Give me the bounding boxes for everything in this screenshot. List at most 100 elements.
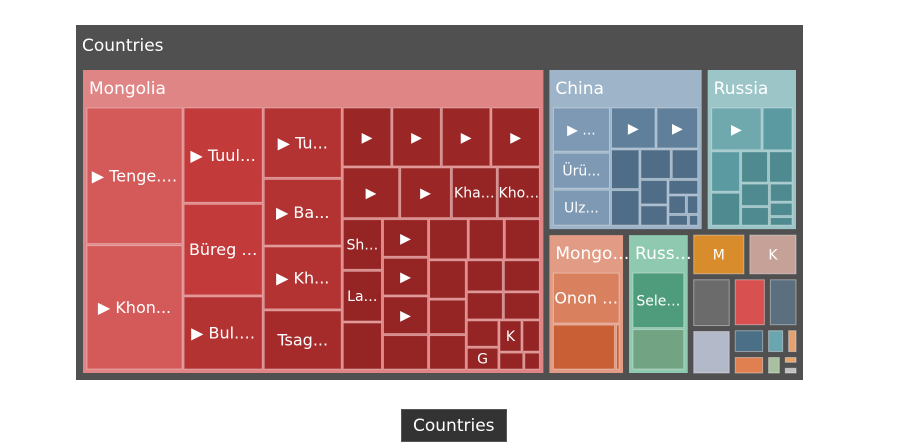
treemap-cell-cell-46[interactable]: ▶ [611,107,656,149]
treemap-cell-cell-16[interactable]: ▶ [400,167,451,219]
treemap-cell-cell-88[interactable] [768,357,780,374]
treemap-cell-cell-64[interactable] [741,151,769,183]
treemap-cell-cell-12[interactable]: ▶ [392,107,441,167]
treemap-cell-lak[interactable]: La… [342,270,382,322]
treemap-cell-cell-67[interactable] [741,207,769,226]
treemap-cell-cell-51[interactable] [671,149,699,179]
treemap-cell-cell-32[interactable] [466,260,503,292]
svg-text:▶ Bul.…: ▶ Bul.… [191,324,255,343]
treemap-cell-k[interactable]: K [499,320,522,352]
treemap-cell-cell-50[interactable] [640,149,671,179]
treemap-cell-cell-15[interactable]: ▶ [342,167,400,219]
treemap-cell-cell-83[interactable] [769,279,797,326]
svg-text:▶ Khon...: ▶ Khon... [98,298,171,317]
svg-text:▶: ▶ [366,186,377,202]
treemap-cell-cell-27[interactable] [468,219,504,260]
svg-text:Russ…: Russ… [635,244,692,264]
treemap-cell-kh[interactable]: ▶ Kh... [263,246,342,310]
treemap-cell-cell-69[interactable] [769,202,793,217]
treemap-cell-cell-74[interactable] [616,324,620,370]
treemap-cell-cell-57[interactable] [668,214,688,226]
treemap-cell-cell-31[interactable] [429,335,466,370]
treemap-cell-cell-58[interactable] [688,214,699,226]
treemap-cell-k[interactable]: K [749,234,797,275]
treemap-cell-cell-89[interactable] [784,357,797,363]
treemap-cell-cell-11[interactable]: ▶ [342,107,392,167]
treemap-cell-ulz[interactable]: Ulz... [552,189,611,226]
treemap-cell-sh[interactable]: Sh… [342,219,382,270]
treemap-cell-cell-55[interactable] [668,195,686,214]
treemap-cell-bul[interactable]: ▶ Bul.… [183,296,263,370]
treemap-cell-cell-65[interactable] [769,151,793,183]
treemap-cell-cell-23[interactable]: ▶ [382,257,429,296]
breadcrumb-countries[interactable]: Countries [401,409,507,442]
treemap-cell-cell-61[interactable] [762,107,793,151]
treemap-cell-cell-87[interactable] [788,330,797,353]
svg-text:▶ Tuul…: ▶ Tuul… [190,146,255,165]
treemap-cell-cell-30[interactable] [429,299,466,335]
treemap-cell-tenge[interactable]: ▶ Tenge.… [86,107,183,245]
treemap-cell-cell-22[interactable]: ▶ [382,219,429,257]
treemap-cell-kha[interactable]: Kha… [451,167,497,219]
treemap-cell-cell-53[interactable] [640,205,668,226]
treemap-cell-tuuli[interactable]: ▶ Tuul… [183,107,263,203]
treemap-cell-cell-80[interactable] [693,279,730,327]
treemap-cell-cell-43[interactable]: ▶ ... [552,107,611,152]
treemap-cell-cell-56[interactable] [686,195,699,214]
treemap-cell-cell-48[interactable] [611,149,640,190]
treemap-cell-cell-77[interactable] [632,329,685,370]
treemap-cell-cell-26[interactable] [429,219,468,260]
treemap-cell-cell-73[interactable] [552,324,616,370]
treemap-cell-cell-36[interactable] [466,320,499,347]
treemap-cell-cell-60[interactable]: ▶ [711,107,762,151]
treemap-cell-cell-35[interactable] [503,292,540,320]
treemap-cell-cell-63[interactable] [711,192,741,226]
treemap-cell-cell-28[interactable] [504,219,540,260]
treemap-cell-cell-81[interactable] [693,331,730,374]
treemap-cell-b-reg-e[interactable]: Büreg … [183,203,263,296]
svg-text:Russia: Russia [714,79,769,99]
treemap-cell-cell-39[interactable] [522,320,540,352]
treemap-cell-cell-29[interactable] [429,260,466,299]
svg-text:Tsag...: Tsag... [276,331,328,350]
treemap-cell-tsag[interactable]: Tsag... [263,310,342,370]
treemap-cell-cell-82[interactable] [734,279,765,326]
treemap-cell-cell-21[interactable] [342,322,382,370]
treemap-cell-cell-70[interactable] [769,217,793,226]
treemap-cell-cell-84[interactable] [734,330,764,353]
treemap-cell-cell-41[interactable] [524,352,540,370]
treemap-cell-cell-33[interactable] [503,260,540,292]
treemap-cell-ba[interactable]: ▶ Ba... [263,178,342,246]
treemap-cell-khon[interactable]: ▶ Khon... [86,245,183,370]
treemap-cell-cell-68[interactable] [769,183,793,202]
svg-text:China: China [555,79,604,99]
treemap-cell-cell-90[interactable] [784,367,797,374]
treemap-cell-cell-34[interactable] [466,292,503,320]
treemap-cell-cell-86[interactable] [768,330,784,353]
treemap-cell-sele[interactable]: Sele… [632,272,685,329]
treemap-cell-r[interactable]: Ürü... [552,152,611,189]
treemap-cell-g[interactable]: G [466,347,499,370]
treemap-cell-tu[interactable]: ▶ Tu... [263,107,342,178]
treemap-cell-kho[interactable]: Kho… [497,167,540,219]
treemap-cell-cell-85[interactable] [734,357,764,374]
treemap-cell-cell-40[interactable] [499,352,524,370]
treemap-cell-cell-25[interactable] [382,335,429,370]
svg-text:▶: ▶ [731,122,742,138]
svg-text:Kha…: Kha… [454,186,495,202]
svg-text:▶ Tenge.…: ▶ Tenge.… [92,166,178,185]
treemap-cell-cell-49[interactable] [611,190,640,226]
treemap-cell-onon[interactable]: Onon … [552,272,620,324]
treemap-cell-cell-54[interactable] [668,179,699,195]
treemap-cell-cell-14[interactable]: ▶ [491,107,540,167]
treemap-cell-cell-66[interactable] [741,183,769,207]
treemap-cell-m[interactable]: M [693,234,745,275]
svg-text:▶ Tu...: ▶ Tu... [278,133,328,152]
treemap-cell-cell-62[interactable] [711,151,741,192]
treemap-cell-cell-24[interactable]: ▶ [382,296,429,335]
treemap-cell-cell-13[interactable]: ▶ [441,107,491,167]
treemap-title: Countries [82,36,164,56]
svg-text:▶: ▶ [362,130,373,146]
treemap-cell-cell-52[interactable] [640,179,668,205]
treemap-cell-cell-47[interactable]: ▶ [656,107,699,149]
